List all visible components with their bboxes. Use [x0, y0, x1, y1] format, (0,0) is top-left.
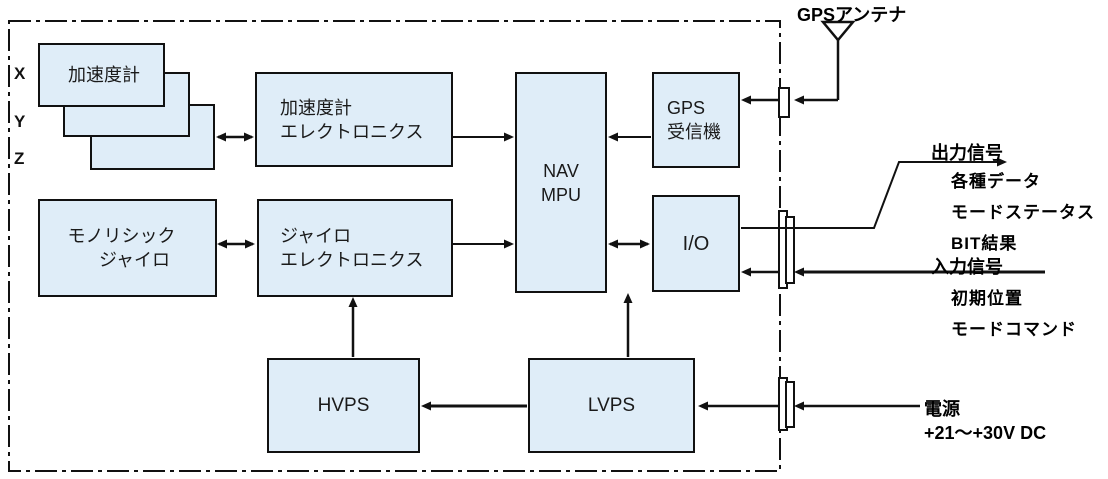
accel-electronics-box: 加速度計 エレクトロニクス — [255, 72, 453, 167]
power-value: +21～+30V DC — [924, 423, 1047, 443]
hvps-label: HVPS — [317, 394, 370, 416]
enclosure-border — [8, 20, 781, 472]
output-signal-list: 各種データ モードステータス BIT結果 — [951, 167, 1095, 260]
arrow-gyro-electronics-to-nav — [453, 239, 514, 249]
output-signal-line — [741, 157, 1007, 229]
io-connector-icon — [778, 210, 795, 289]
arrow-hvps-to-gyro-electronics — [348, 297, 358, 357]
accel-electronics-label-line2: エレクトロニクス — [280, 121, 424, 142]
power-title: 電源 — [924, 399, 960, 419]
nav-mpu-label-line2: MPU — [541, 184, 581, 205]
hvps-box: HVPS — [267, 358, 420, 453]
output-signal-title: 出力信号 — [931, 143, 1003, 163]
input-signal-list: 初期位置 モードコマンド — [951, 284, 1077, 346]
input-signal-item: モードコマンド — [951, 320, 1077, 339]
power-line — [698, 401, 920, 411]
output-signal-item: BIT結果 — [951, 234, 1018, 253]
axis-label-y: Y — [14, 112, 26, 131]
arrow-nav-to-io — [608, 239, 650, 249]
arrow-accel-to-accel-electronics — [216, 132, 254, 142]
gps-receiver-label-line2: 受信機 — [667, 122, 721, 142]
lvps-label: LVPS — [587, 394, 636, 416]
gps-antenna-label: GPSアンテナ — [797, 5, 907, 25]
gps-connector-icon — [778, 87, 790, 118]
gyro-electronics-label-line2: エレクトロニクス — [280, 250, 424, 270]
io-label: I/O — [682, 232, 710, 255]
accelerometer-x-box: 加速度計 — [38, 43, 165, 107]
gps-antenna-icon — [741, 20, 856, 105]
arrow-gps-to-nav — [608, 132, 651, 142]
accel-electronics-label-line1: 加速度計 — [280, 97, 352, 118]
input-signal-line — [741, 267, 1045, 277]
io-box: I/O — [652, 195, 740, 292]
gps-receiver-box: GPS 受信機 — [652, 72, 740, 168]
input-signal-item: 初期位置 — [951, 289, 1023, 308]
nav-mpu-label-line1: NAV — [543, 160, 579, 181]
arrow-gyro-to-gyro-electronics — [217, 239, 255, 249]
arrow-lvps-to-io — [623, 293, 633, 357]
power-connector-icon — [778, 377, 795, 431]
gyro-electronics-label-line1: ジャイロ — [280, 226, 352, 246]
mono-gyro-label-line2: ジャイロ — [98, 250, 171, 270]
gps-receiver-label-line1: GPS — [667, 98, 706, 118]
arrow-accel-electronics-to-nav — [453, 132, 514, 142]
accelerometer-label: 加速度計 — [68, 65, 140, 85]
mono-gyro-box: モノリシック ジャイロ — [38, 199, 217, 297]
input-signal-title: 入力信号 — [931, 257, 1003, 277]
output-signal-item: モードステータス — [951, 203, 1095, 222]
axis-label-x: X — [14, 64, 26, 83]
mono-gyro-label-line1: モノリシック — [67, 226, 176, 246]
arrow-lvps-to-hvps — [421, 401, 527, 411]
output-signal-item: 各種データ — [951, 172, 1041, 191]
nav-mpu-box: NAV MPU — [515, 72, 607, 293]
lvps-box: LVPS — [528, 358, 695, 453]
axis-label-z: Z — [14, 149, 25, 168]
gyro-electronics-box: ジャイロ エレクトロニクス — [257, 199, 453, 297]
